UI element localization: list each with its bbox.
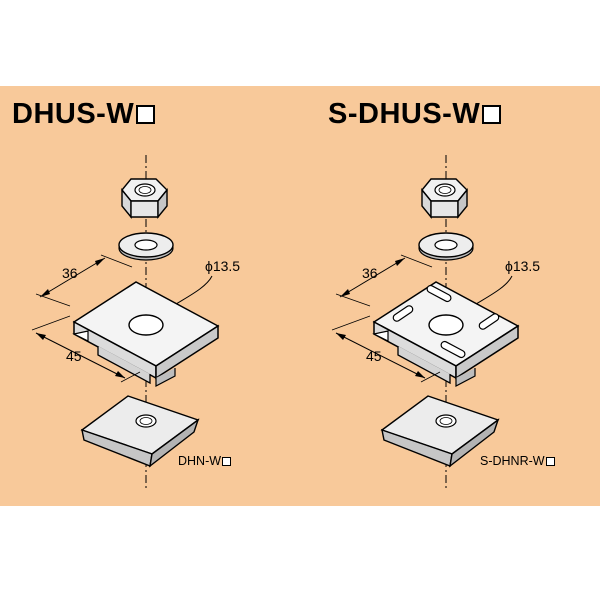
right-dim-36: 36 [335,254,433,307]
left-sub-label: DHN-W [178,454,232,468]
left-assembly-diagram: 36 ϕ13.5 45 [31,155,240,490]
right-washer-icon [418,232,474,261]
right-assembly-diagram: 36 ϕ13.5 45 [331,155,540,490]
left-channel-plate-icon [72,281,220,387]
left-channel-nut-icon [80,395,200,468]
left-washer-icon [118,232,174,261]
left-dim-45: 45 [31,315,141,383]
right-slot-bottom [440,340,466,359]
left-hex-nut-icon [121,178,168,219]
right-dim-45: 45 [331,315,441,383]
right-slotted-plate-icon [372,281,520,387]
right-title: S-DHUS-W [328,98,502,130]
right-channel-nut-icon [380,395,500,468]
right-slot-left [392,305,414,322]
left-dim-36-label: 36 [62,265,78,281]
left-dim-hole-label: ϕ13.5 [205,258,240,274]
left-dim-45-label: 45 [66,348,82,364]
left-dim-36: 36 [35,254,133,307]
left-title: DHUS-W [12,98,156,130]
right-dim-36-label: 36 [362,265,378,281]
left-title-box-icon [136,105,156,124]
right-dim-hole-label: ϕ13.5 [505,258,540,274]
right-slot-top [426,284,452,303]
right-sub-box-icon [545,457,555,466]
right-title-box-icon [482,105,502,124]
right-sub-label-text: S-DHNR-W [480,454,545,468]
right-title-text: S-DHUS-W [328,98,481,130]
left-sub-label-text: DHN-W [178,454,222,468]
right-dim-45-label: 45 [366,348,382,364]
left-title-text: DHUS-W [12,98,135,130]
right-slot-right [478,313,500,330]
right-sub-label: S-DHNR-W [480,454,555,468]
left-sub-box-icon [222,457,232,466]
right-hex-nut-icon [421,178,468,219]
